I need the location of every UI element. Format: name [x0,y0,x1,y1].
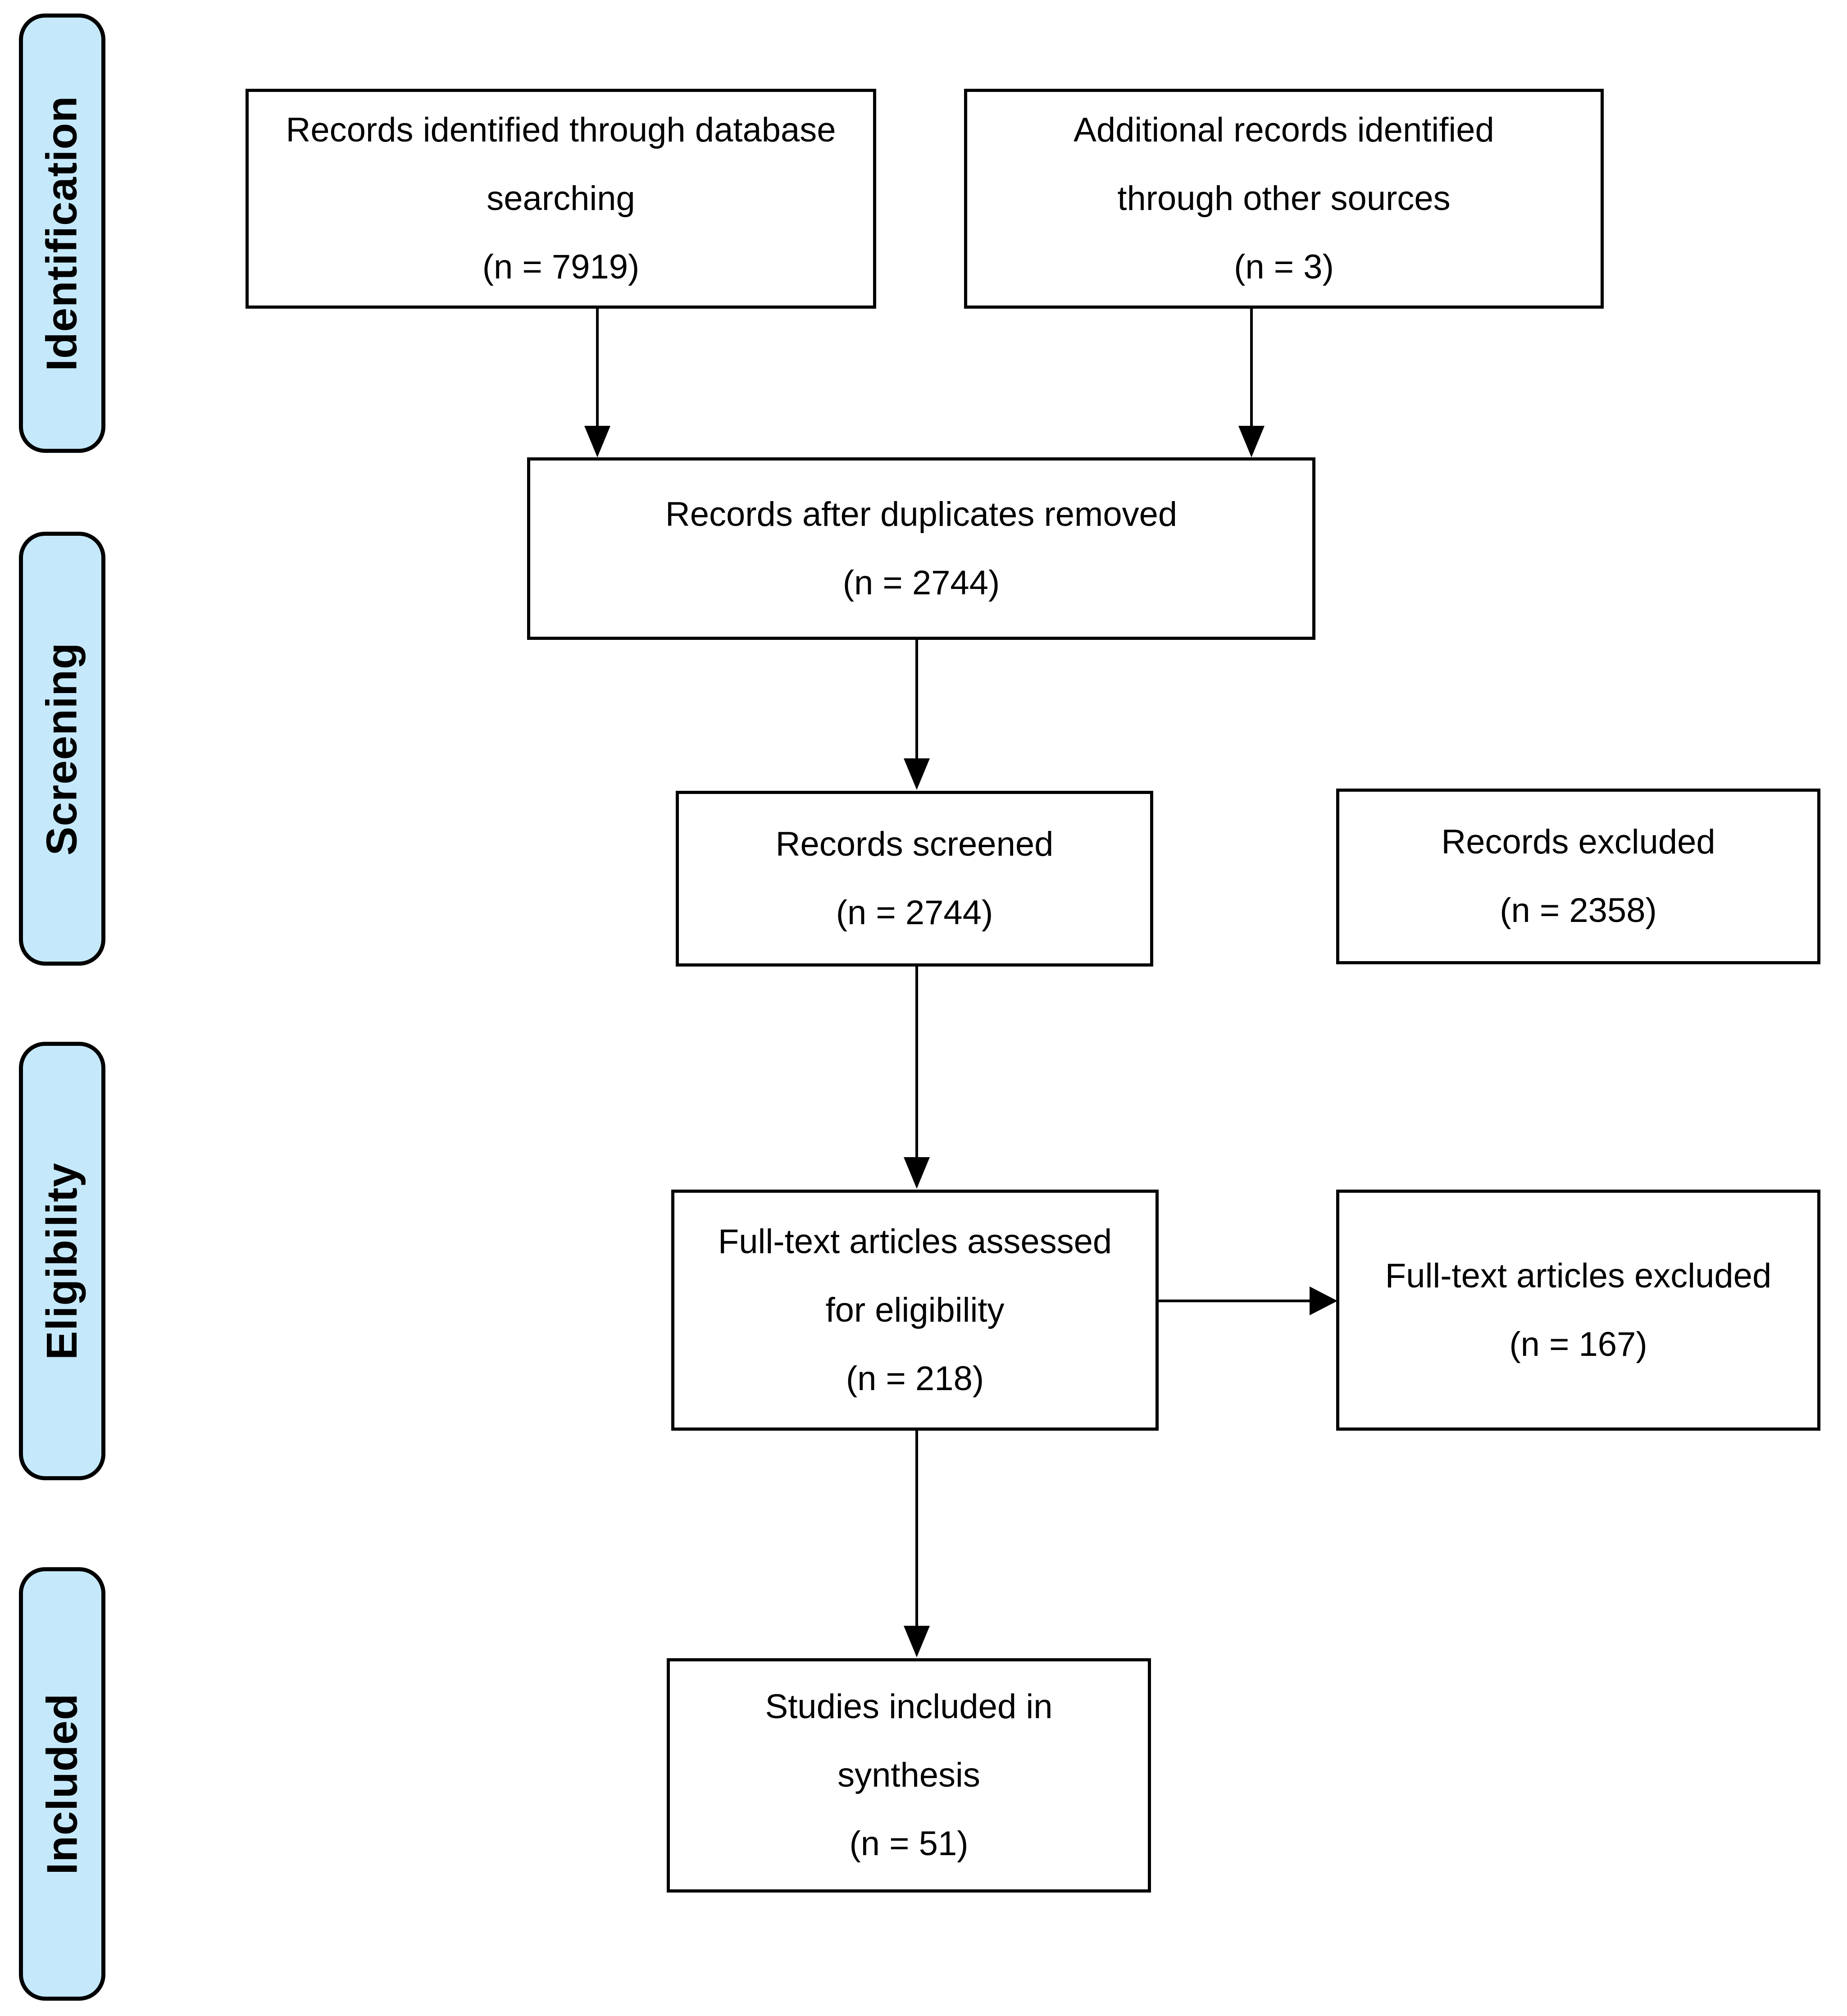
stage-label-eligibility: Eligibility [19,1042,105,1480]
flow-box-records-identified: Records identified through database sear… [246,89,876,309]
flow-box-fulltext-excluded: Full-text articles excluded (n = 167) [1336,1190,1820,1431]
stage-label-screening-text: Screening [38,642,86,856]
arrow-fulltext-assessed-to-studies-included [915,1431,918,1627]
flow-box-additional-records-line1: Additional records identified [1074,111,1494,149]
flow-box-studies-included-line2: synthesis [837,1756,980,1794]
stage-label-screening: Screening [19,532,105,966]
arrow-other-sources-to-deduplicated [1250,309,1253,427]
flow-box-fulltext-excluded-line1: Full-text articles excluded [1385,1256,1772,1295]
flow-box-studies-included-count: (n = 51) [849,1824,969,1863]
flow-box-fulltext-assessed-count: (n = 218) [846,1359,984,1398]
flow-box-records-excluded-count: (n = 2358) [1500,891,1657,930]
flow-box-records-identified-line1: Records identified through database [286,111,836,149]
arrow-fulltext-assessed-to-fulltext-excluded [1159,1300,1310,1302]
stage-label-included: Included [19,1567,105,2001]
flow-box-fulltext-assessed-line2: for eligibility [825,1291,1005,1329]
arrow-screened-to-fulltext-assessed [915,967,918,1158]
stage-label-identification-text: Identification [38,95,86,371]
flow-box-additional-records-count: (n = 3) [1234,248,1334,286]
flow-box-records-screened: Records screened (n = 2744) [676,791,1153,967]
stage-label-eligibility-text: Eligibility [38,1162,86,1360]
flow-box-duplicates-removed-line1: Records after duplicates removed [665,495,1178,534]
flow-box-studies-included-line1: Studies included in [765,1688,1053,1726]
stage-label-included-text: Included [38,1693,86,1875]
flow-box-records-screened-line1: Records screened [775,825,1054,863]
flow-box-additional-records: Additional records identified through ot… [964,89,1604,309]
flow-box-additional-records-line2: through other sources [1117,179,1451,218]
flow-box-fulltext-assessed: Full-text articles assessed for eligibil… [671,1190,1159,1431]
flow-box-fulltext-assessed-line1: Full-text articles assessed [718,1222,1112,1261]
stage-label-identification: Identification [19,14,105,453]
flow-box-fulltext-excluded-count: (n = 167) [1509,1325,1647,1364]
flow-box-duplicates-removed-count: (n = 2744) [842,563,1000,602]
flow-box-records-identified-count: (n = 7919) [482,248,640,286]
flow-box-records-identified-line2: searching [487,179,635,218]
arrow-deduplicated-to-screened [915,640,918,759]
flow-box-records-excluded-line1: Records excluded [1441,823,1715,861]
flow-box-studies-included: Studies included in synthesis (n = 51) [667,1658,1151,1893]
flow-box-records-screened-count: (n = 2744) [836,894,993,932]
flow-box-duplicates-removed: Records after duplicates removed (n = 27… [527,457,1315,640]
arrow-database-to-deduplicated [596,309,599,427]
flow-box-records-excluded: Records excluded (n = 2358) [1336,789,1820,964]
